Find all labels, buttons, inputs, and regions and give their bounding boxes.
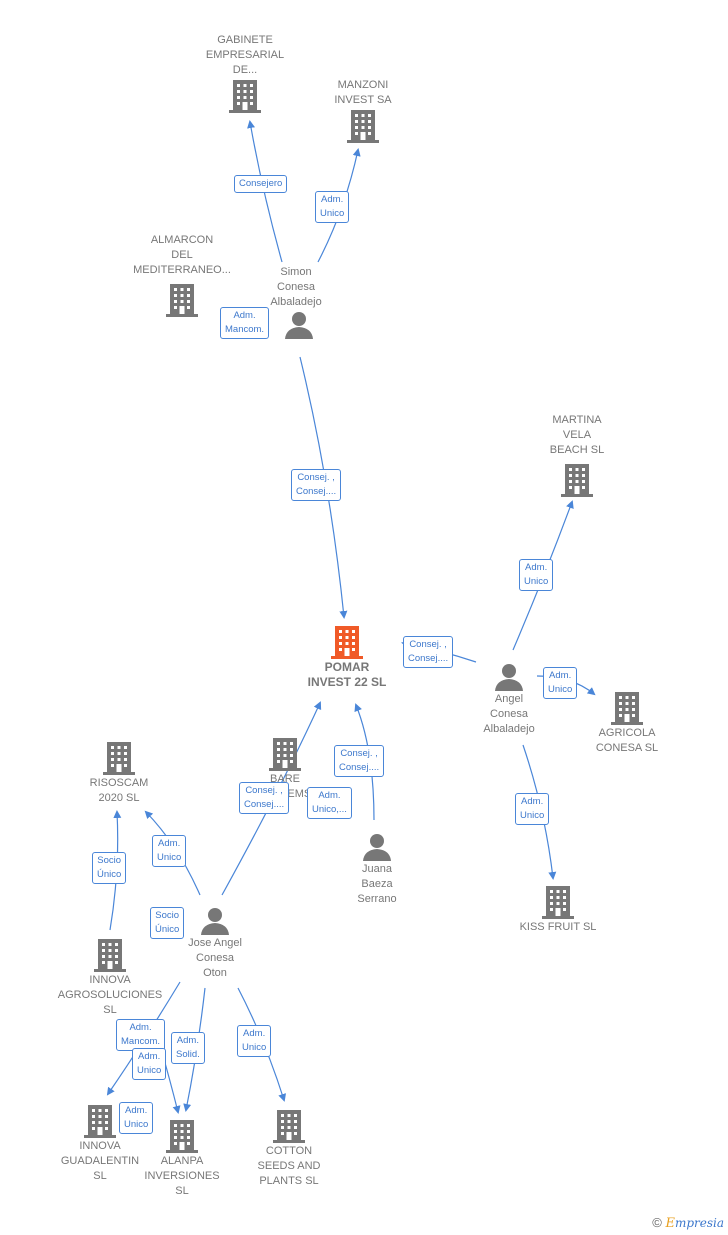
building-icon: [229, 80, 261, 113]
edge-label-socio-innova[interactable]: Socio Único: [150, 907, 185, 939]
edge-label-jose-pomar[interactable]: Consej. , Consej....: [239, 782, 290, 814]
edge-label-simon-pomar[interactable]: Consej. , Consej....: [291, 469, 342, 501]
person-juana[interactable]: Juana Baeza Serrano: [334, 832, 420, 907]
company-innova-guad[interactable]: INNOVA GUADALENTIN SL: [52, 1103, 148, 1184]
company-agricola[interactable]: AGRICOLA CONESA SL: [582, 690, 672, 756]
edge-label-socio-risoscam[interactable]: Socio Único: [92, 852, 127, 884]
company-alanpa-label: ALANPA INVERSIONES SL: [144, 1155, 220, 1197]
person-icon: [495, 664, 523, 691]
brand-name: mpresia: [674, 1216, 724, 1230]
building-icon-highlighted: [331, 626, 363, 659]
building-icon: [542, 886, 574, 919]
empresia-logo[interactable]: © Empresia: [652, 1215, 724, 1231]
person-jose[interactable]: Jose Angel Conesa Oton: [168, 906, 262, 981]
building-icon: [103, 742, 135, 775]
company-martina-label: MARTINA VELA BEACH SL: [549, 414, 605, 456]
edge-label-agricola[interactable]: Adm. Unico: [543, 667, 578, 699]
edge-label-alanpa-unico[interactable]: Adm. Unico: [119, 1102, 154, 1134]
brand-initial: E: [665, 1216, 675, 1231]
person-simon[interactable]: Simon Conesa Albaladejo: [250, 265, 342, 340]
company-alanpa[interactable]: ALANPA INVERSIONES SL: [136, 1118, 228, 1199]
edge-label-guad-mancom[interactable]: Adm. Mancom.: [116, 1019, 166, 1051]
company-innova-agro[interactable]: INNOVA AGROSOLUCIONES SL: [50, 937, 170, 1018]
edge-label-juana-pomar[interactable]: Consej. , Consej....: [334, 745, 385, 777]
company-innova-agro-label: INNOVA AGROSOLUCIONES SL: [57, 974, 163, 1016]
person-angel[interactable]: Angel Conesa Albaladejo: [464, 662, 554, 737]
edge-label-angel-pomar[interactable]: Consej. , Consej....: [403, 636, 454, 668]
building-icon: [347, 110, 379, 143]
company-risoscam-label: RISOSCAM 2020 SL: [89, 777, 149, 804]
company-kiss[interactable]: KISS FRUIT SL: [508, 884, 608, 935]
edge-label-kiss[interactable]: Adm. Unico: [515, 793, 550, 825]
edge-label-almarcon[interactable]: Adm. Mancom.: [220, 307, 270, 339]
building-icon: [94, 939, 126, 972]
edge-label-cotton[interactable]: Adm. Unico: [237, 1025, 272, 1057]
edge-label-bare[interactable]: Adm. Unico,...: [307, 787, 352, 819]
company-martina[interactable]: MARTINA VELA BEACH SL: [532, 413, 622, 498]
company-agricola-label: AGRICOLA CONESA SL: [595, 727, 659, 754]
company-kiss-label: KISS FRUIT SL: [519, 921, 597, 933]
company-cotton-label: COTTON SEEDS AND PLANTS SL: [257, 1145, 321, 1187]
person-jose-label: Jose Angel Conesa Oton: [188, 937, 242, 979]
company-gabinete[interactable]: GABINETE EMPRESARIAL DE...: [190, 33, 300, 114]
building-icon: [269, 738, 301, 771]
edge-label-consejero[interactable]: Consejero: [234, 175, 288, 193]
edge-label-risoscam[interactable]: Adm. Unico: [152, 835, 187, 867]
company-gabinete-label: GABINETE EMPRESARIAL DE...: [205, 34, 285, 76]
edge-label-guad-unico[interactable]: Adm. Unico: [132, 1048, 167, 1080]
building-icon: [84, 1105, 116, 1138]
company-almarcon[interactable]: ALMARCON DEL MEDITERRANEO...: [122, 233, 242, 318]
building-icon: [561, 464, 593, 497]
company-innova-guad-label: INNOVA GUADALENTIN SL: [60, 1140, 140, 1182]
person-juana-label: Juana Baeza Serrano: [357, 863, 397, 905]
company-cotton[interactable]: COTTON SEEDS AND PLANTS SL: [244, 1108, 334, 1189]
edge-label-manzoni[interactable]: Adm. Unico: [315, 191, 350, 223]
company-manzoni[interactable]: MANZONI INVEST SA: [318, 78, 408, 144]
building-icon: [273, 1110, 305, 1143]
edge-label-martina[interactable]: Adm. Unico: [519, 559, 554, 591]
building-icon: [166, 1120, 198, 1153]
copyright-symbol: ©: [652, 1215, 662, 1230]
building-icon: [166, 284, 198, 317]
company-manzoni-label: MANZONI INVEST SA: [334, 79, 392, 106]
company-risoscam[interactable]: RISOSCAM 2020 SL: [74, 740, 164, 806]
person-icon: [363, 834, 391, 861]
edge-label-alanpa-solid[interactable]: Adm. Solid.: [171, 1032, 205, 1064]
person-simon-label: Simon Conesa Albaladejo: [270, 266, 322, 308]
person-icon: [201, 908, 229, 935]
building-icon: [611, 692, 643, 725]
company-almarcon-label: ALMARCON DEL MEDITERRANEO...: [133, 234, 231, 276]
person-angel-label: Angel Conesa Albaladejo: [483, 693, 535, 735]
company-pomar[interactable]: POMAR INVEST 22 SL: [292, 624, 402, 690]
person-icon: [285, 312, 313, 339]
company-pomar-label: POMAR INVEST 22 SL: [307, 660, 387, 689]
